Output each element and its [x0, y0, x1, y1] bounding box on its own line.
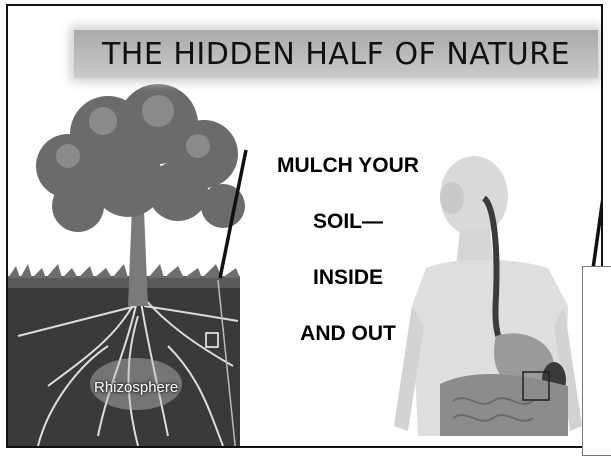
headline-line-3: INSIDE	[244, 256, 452, 312]
headline-line-2: SOIL—	[244, 200, 452, 256]
callout-box	[582, 266, 611, 456]
headline-line-4: AND OUT	[244, 312, 452, 368]
headline-line-1: MULCH YOUR	[244, 144, 452, 200]
grass-tufts	[8, 264, 240, 278]
callout-line-right	[592, 176, 603, 276]
title-banner: THE HIDDEN HALF OF NATURE	[74, 30, 598, 78]
headline-block: MULCH YOUR SOIL— INSIDE AND OUT	[244, 144, 452, 368]
rhizosphere-label: Rhizosphere	[94, 379, 178, 396]
slide-title: THE HIDDEN HALF OF NATURE	[102, 37, 570, 72]
slide-frame: Rhizosphere THE HIDDEN HALF OF NATURE MU…	[6, 4, 603, 448]
